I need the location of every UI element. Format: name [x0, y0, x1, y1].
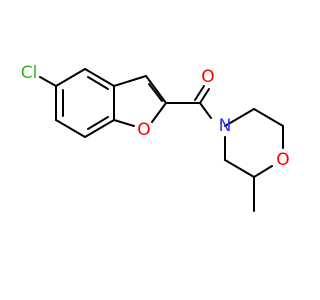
furan-oxygen-atom-label: O: [137, 120, 150, 140]
bond-c5-c6: [55, 119, 86, 138]
bond-cco-o-b: [194, 85, 205, 101]
bond-lines: [39, 68, 284, 212]
bond-c1-cl: [39, 76, 57, 87]
bond-c3a-c2f-inner: [148, 83, 163, 102]
bond-c4-c5: [84, 119, 115, 138]
chemical-structure-diagram: Cl O O N O: [21, 63, 290, 212]
bond-c2-c3-inner: [87, 76, 109, 90]
bond-cr3-cr4: [224, 159, 255, 178]
amine-nitrogen-atom-label: N: [219, 116, 232, 136]
bond-n-cr1: [224, 108, 255, 127]
chlorine-atom-label: Cl: [21, 63, 38, 83]
bond-c2f-of: [151, 102, 167, 123]
bond-of-c4: [113, 119, 135, 127]
morpholine-oxygen-atom-label: O: [276, 150, 289, 170]
bond-c3-c3a: [113, 75, 147, 87]
bond-cr1-cr2: [253, 108, 284, 127]
carbonyl-oxygen-atom-label: O: [201, 67, 214, 87]
bond-cco-o-a: [199, 88, 210, 104]
bond-c2-c3: [84, 68, 115, 87]
bond-o-cr3: [253, 165, 273, 178]
molecule-canvas: Cl O O N O: [20, 63, 290, 212]
bond-c4-c5-inner: [87, 116, 109, 130]
bond-c1-c2: [55, 68, 86, 87]
bond-cco-n: [199, 102, 212, 119]
bond-c3a-c2f: [145, 75, 167, 104]
